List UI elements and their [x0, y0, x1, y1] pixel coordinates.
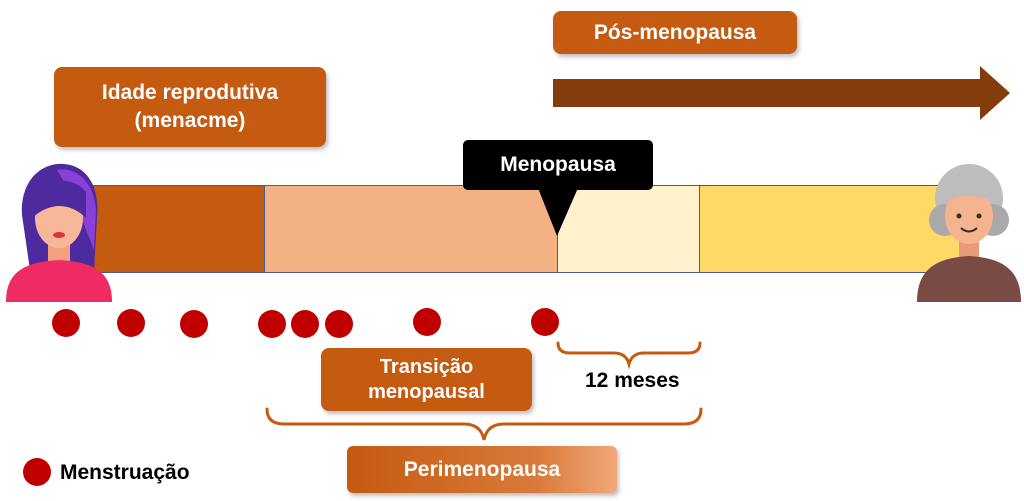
postmenopause-arrow [553, 66, 1010, 120]
reproductive-age-line1: Idade reprodutiva [101, 81, 279, 104]
menopausal-transition-line1: Transição [379, 355, 474, 378]
menstruation-dot [117, 309, 145, 337]
menstruation-dot [291, 310, 319, 338]
menopausal-transition-line2: menopausal [368, 380, 485, 403]
perimenopause-label: Perimenopausa [347, 446, 617, 493]
menopause-text: Menopausa [500, 153, 616, 176]
menstruation-dot [325, 310, 353, 338]
elderly-woman-avatar-icon [917, 164, 1021, 302]
menstruation-dot [258, 310, 286, 338]
twelve-months-text: 12 meses [585, 369, 680, 392]
menstruation-dot [180, 310, 208, 338]
segment-postmenopause [699, 185, 964, 273]
reproductive-age-line2: (menacme) [134, 109, 246, 132]
menopause-callout-pointer [538, 188, 578, 236]
postmenopause-text: Pós-menopausa [593, 20, 757, 44]
twelve-months-brace [556, 341, 702, 370]
reproductive-age-label: Idade reprodutiva (menacme) [54, 67, 326, 147]
young-woman-avatar-icon [6, 163, 112, 302]
segment-twelve-months [557, 185, 700, 273]
segment-transition [264, 185, 558, 273]
legend-menstruation-text: Menstruação [60, 461, 190, 484]
perimenopause-text: Perimenopausa [403, 457, 561, 481]
menopausal-transition-label: Transição menopausal [321, 348, 532, 411]
menstruation-dot [531, 308, 559, 336]
menopause-callout: Menopausa [463, 140, 653, 190]
legend-menstruation-dot [23, 458, 51, 486]
postmenopause-label: Pós-menopausa [553, 11, 797, 54]
menstruation-dot [52, 309, 80, 337]
menstruation-dot [413, 308, 441, 336]
perimenopause-brace [265, 407, 703, 441]
